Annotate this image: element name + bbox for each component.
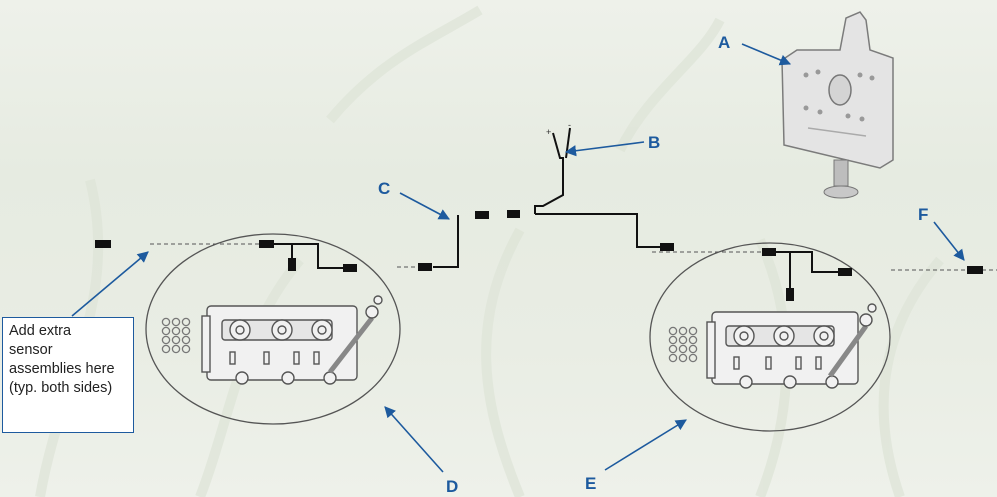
note-line-3: assemblies here xyxy=(9,361,115,377)
callout-a: A xyxy=(718,33,730,52)
note-box: Add extra sensor assemblies here (typ. b… xyxy=(2,317,134,433)
callout-b: B xyxy=(648,133,660,152)
leader-a xyxy=(741,43,792,66)
leader-d xyxy=(384,406,444,473)
sensor-assembly-e xyxy=(649,242,891,432)
extension-dashes xyxy=(150,243,997,271)
callout-d: D xyxy=(446,477,458,496)
callout-e: E xyxy=(585,474,596,493)
negative-lead-mark: - xyxy=(568,120,571,130)
leader-lines xyxy=(71,43,965,473)
positive-lead-mark: + xyxy=(546,127,551,137)
leader-b xyxy=(564,141,645,157)
field-background xyxy=(35,5,944,497)
callout-f: F xyxy=(918,205,928,224)
note-line-2: sensor xyxy=(9,342,53,358)
note-line-4: (typ. both sides) xyxy=(9,380,113,396)
right-end-connector xyxy=(967,266,983,274)
leader-c xyxy=(399,192,450,220)
note-line-1: Add extra xyxy=(9,323,72,339)
leader-e xyxy=(604,419,687,471)
leader-note xyxy=(71,251,149,317)
leader-f xyxy=(933,221,965,261)
callout-c: C xyxy=(378,179,390,198)
main-harness-connectors xyxy=(418,210,674,271)
left-end-connector xyxy=(95,240,111,248)
display-mount-a xyxy=(781,11,894,199)
sensor-assembly-d xyxy=(145,233,401,425)
